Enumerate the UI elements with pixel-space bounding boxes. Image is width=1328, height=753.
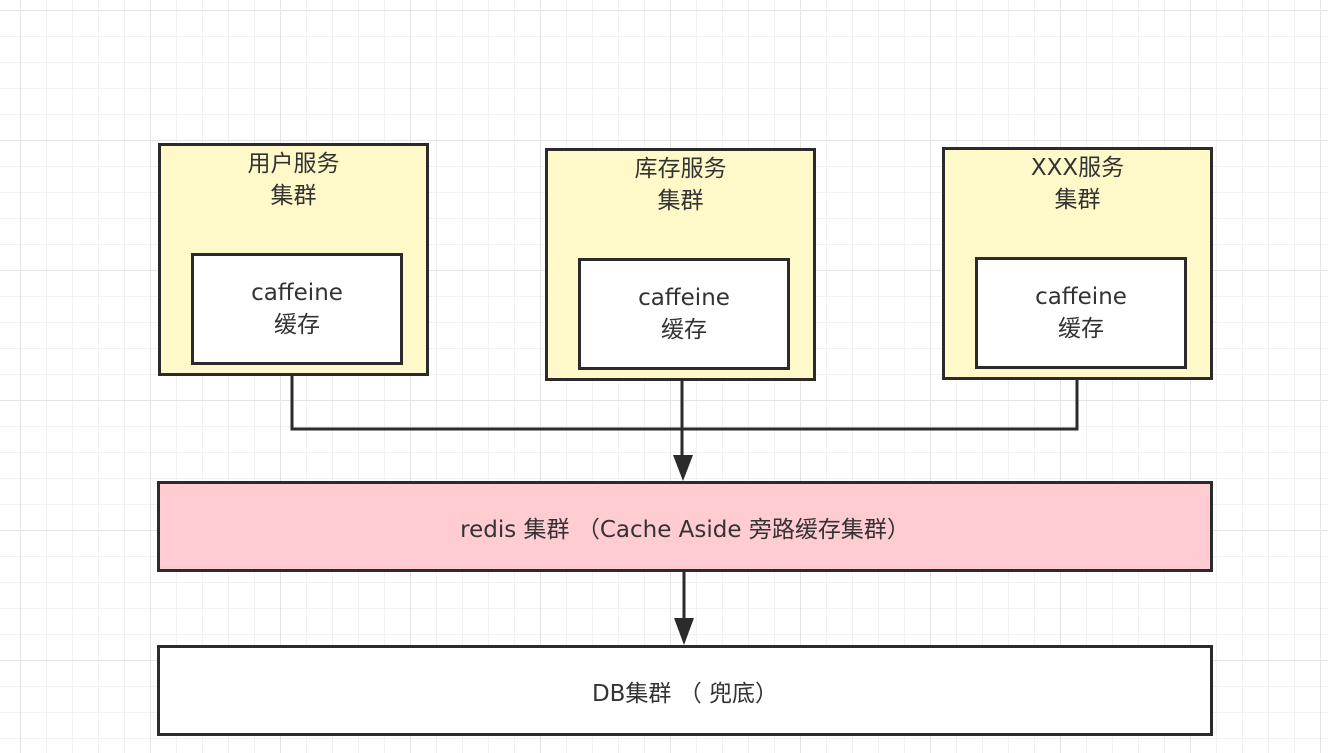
- service-title-line1: 库存服务: [634, 156, 727, 182]
- inventory-service-cluster[interactable]: 库存服务 集群 caffeine 缓存: [545, 148, 816, 381]
- service-title-line2: 集群: [270, 183, 317, 209]
- cache-label-line2: 缓存: [274, 312, 320, 338]
- cache-label-line1: caffeine: [638, 285, 730, 311]
- service-title: XXX服务 集群: [945, 152, 1210, 216]
- service-title-line1: XXX服务: [1030, 155, 1125, 181]
- arrowhead-to-db: [674, 618, 694, 645]
- cache-label-line1: caffeine: [251, 280, 343, 306]
- service-title-line1: 用户服务: [247, 151, 340, 177]
- connector-user-service: [290, 375, 682, 431]
- cache-label-line2: 缓存: [661, 317, 707, 343]
- redis-cluster-box[interactable]: redis 集群 （Cache Aside 旁路缓存集群）: [157, 481, 1213, 572]
- xxx-service-cluster[interactable]: XXX服务 集群 caffeine 缓存: [942, 147, 1213, 380]
- db-cluster-label: DB集群 （ 兜底）: [591, 680, 779, 707]
- cache-label-line2: 缓存: [1058, 316, 1104, 342]
- service-title-line2: 集群: [657, 188, 704, 214]
- caffeine-cache-box[interactable]: caffeine 缓存: [578, 258, 790, 370]
- user-service-cluster[interactable]: 用户服务 集群 caffeine 缓存: [158, 143, 429, 376]
- db-cluster-box[interactable]: DB集群 （ 兜底）: [157, 645, 1213, 736]
- cache-label-line1: caffeine: [1035, 284, 1127, 310]
- service-title: 库存服务 集群: [548, 153, 813, 217]
- connector-xxx-service: [682, 379, 1079, 431]
- caffeine-cache-box[interactable]: caffeine 缓存: [191, 253, 403, 365]
- caffeine-cache-box[interactable]: caffeine 缓存: [975, 257, 1187, 369]
- redis-cluster-label: redis 集群 （Cache Aside 旁路缓存集群）: [460, 516, 910, 543]
- service-title: 用户服务 集群: [161, 148, 426, 212]
- service-title-line2: 集群: [1054, 187, 1101, 213]
- arrowhead-to-redis: [673, 455, 693, 481]
